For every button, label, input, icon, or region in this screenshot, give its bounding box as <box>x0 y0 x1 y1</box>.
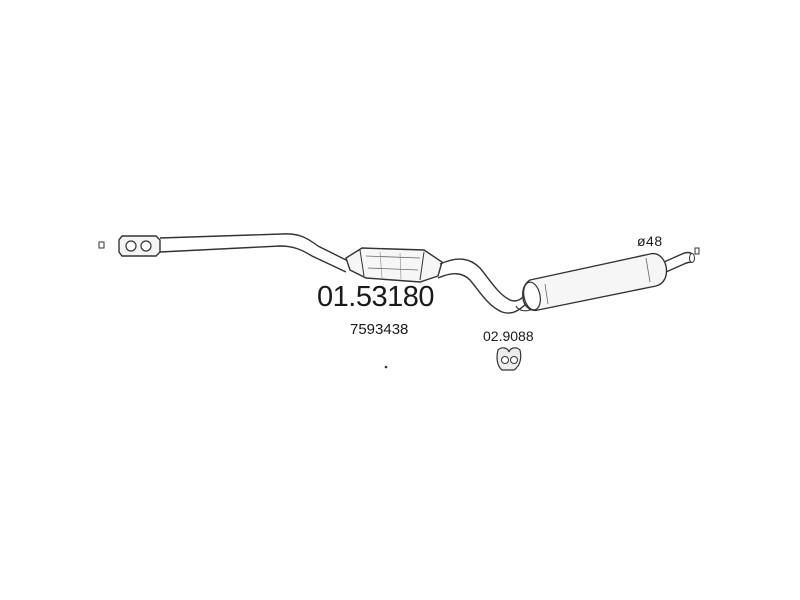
inlet-flange <box>118 235 161 257</box>
outlet-diameter-label: ø48 <box>637 233 663 249</box>
middle-pipe <box>437 258 533 314</box>
part-number-label: 01.53180 <box>317 281 434 313</box>
oem-number-label: 7593438 <box>350 321 409 338</box>
front-pipe <box>159 233 351 273</box>
rear-silencer <box>522 252 668 312</box>
right-end-marker <box>694 247 700 255</box>
bracket-part-number-label: 02.9088 <box>483 328 534 344</box>
rubber-bracket <box>496 347 522 371</box>
catalyst-body <box>345 247 443 283</box>
tail-pipe <box>663 251 695 273</box>
stray-dot <box>384 365 388 369</box>
left-end-marker <box>98 241 105 249</box>
